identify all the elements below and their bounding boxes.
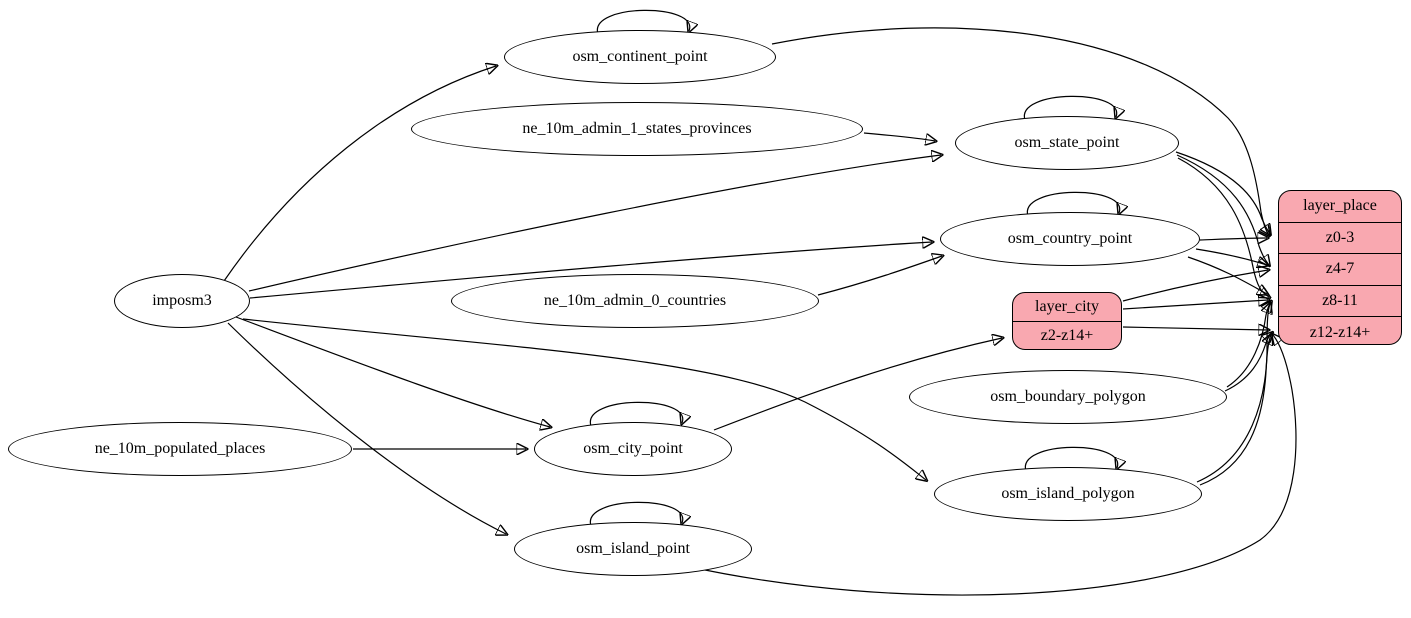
edge-osm_island_polygon--layer_place.z12-z14+ bbox=[1199, 335, 1271, 486]
node-ne-10m-admin-1-states-provinces: ne_10m_admin_1_states_provinces bbox=[411, 102, 863, 156]
table-layer-place-row-z12-z14-label: z12-z14+ bbox=[1309, 323, 1371, 341]
edge-layer_city--layer_place.z12-z14+ bbox=[1122, 327, 1268, 330]
table-layer-place-row-z8-11: z8-11 bbox=[1279, 284, 1401, 317]
node-osm-continent-point: osm_continent_point bbox=[504, 30, 776, 84]
table-layer-city-row-z2-z14: z2-z14+ bbox=[1013, 320, 1121, 349]
edge-osm_island_polygon--osm_island_polygon bbox=[1025, 446, 1117, 471]
node-osm-island-polygon-label: osm_island_polygon bbox=[1001, 485, 1135, 502]
table-layer-place-row-z12-z14: z12-z14+ bbox=[1279, 316, 1401, 344]
edge-osm_country_point--layer_place.z8-11 bbox=[1187, 256, 1267, 294]
node-ne-10m-admin-0-countries-label: ne_10m_admin_0_countries bbox=[543, 292, 727, 309]
node-osm-state-point-label: osm_state_point bbox=[1014, 134, 1120, 151]
table-layer-city: layer_city z2-z14+ bbox=[1012, 292, 1122, 350]
table-layer-place-row-z0-3-label: z0-3 bbox=[1325, 228, 1355, 246]
edge-imposm3--osm_state_point bbox=[248, 155, 941, 292]
node-osm-boundary-polygon: osm_boundary_polygon bbox=[909, 370, 1227, 424]
edge-osm_state_point--osm_state_point bbox=[1024, 95, 1116, 120]
edge-ne_10m_admin_0_countries--osm_country_point bbox=[817, 256, 942, 296]
edge-layer_city--layer_place.z4-7 bbox=[1122, 270, 1268, 302]
table-layer-place-title: layer_place bbox=[1279, 191, 1401, 222]
node-osm-city-point-label: osm_city_point bbox=[583, 440, 683, 457]
node-osm-state-point: osm_state_point bbox=[955, 116, 1179, 170]
table-layer-place-row-z4-7-label: z4-7 bbox=[1325, 260, 1355, 278]
node-osm-island-point: osm_island_point bbox=[514, 522, 752, 576]
table-layer-city-row-z2-z14-label: z2-z14+ bbox=[1040, 326, 1094, 344]
node-ne-10m-admin-1-states-provinces-label: ne_10m_admin_1_states_provinces bbox=[522, 120, 752, 137]
edge-osm_city_point--osm_city_point bbox=[590, 401, 682, 426]
table-layer-place-row-z4-7: z4-7 bbox=[1279, 253, 1401, 285]
node-ne-10m-populated-places: ne_10m_populated_places bbox=[8, 422, 352, 476]
node-osm-city-point: osm_city_point bbox=[534, 422, 732, 476]
edge-osm_continent_point--osm_continent_point bbox=[597, 9, 689, 34]
table-layer-city-title-label: layer_city bbox=[1035, 297, 1099, 315]
edge-ne_10m_admin_1_states_provinces--osm_state_point bbox=[863, 132, 935, 141]
edge-osm_continent_point--layer_place.z0-3 bbox=[771, 27, 1269, 235]
edge-imposm3--osm_continent_point bbox=[223, 66, 496, 282]
edge-osm_state_point--layer_place.z0-3 bbox=[1175, 151, 1270, 234]
node-osm-boundary-polygon-label: osm_boundary_polygon bbox=[990, 388, 1146, 405]
node-imposm3: imposm3 bbox=[114, 274, 250, 328]
table-layer-place-title-label: layer_place bbox=[1303, 197, 1377, 215]
table-layer-place-row-z8-11-label: z8-11 bbox=[1322, 292, 1358, 310]
edge-osm_city_point--layer_city.z2-z14+ bbox=[713, 338, 1002, 431]
node-ne-10m-admin-0-countries: ne_10m_admin_0_countries bbox=[451, 274, 819, 328]
edge-imposm3--osm_island_polygon bbox=[242, 318, 926, 480]
edge-osm_country_point--layer_place.z4-7 bbox=[1195, 248, 1267, 265]
edge-osm_island_point--layer_place.z12-z14+ bbox=[685, 335, 1297, 596]
edge-osm_country_point--layer_place.z0-3 bbox=[1199, 238, 1267, 240]
table-layer-city-title: layer_city bbox=[1013, 293, 1121, 321]
edge-osm_island_point--osm_island_point bbox=[590, 501, 682, 526]
node-ne-10m-populated-places-label: ne_10m_populated_places bbox=[94, 440, 266, 457]
node-osm-continent-point-label: osm_continent_point bbox=[572, 48, 708, 65]
table-layer-place-row-z0-3: z0-3 bbox=[1279, 221, 1401, 254]
node-osm-country-point-label: osm_country_point bbox=[1007, 230, 1133, 247]
node-osm-country-point: osm_country_point bbox=[940, 212, 1200, 266]
node-osm-island-polygon: osm_island_polygon bbox=[934, 467, 1202, 521]
edge-osm_country_point--osm_country_point bbox=[1027, 191, 1119, 216]
node-osm-island-point-label: osm_island_point bbox=[576, 540, 690, 557]
node-imposm3-label: imposm3 bbox=[152, 292, 212, 309]
table-layer-place: layer_place z0-3 z4-7 z8-11 z12-z14+ bbox=[1278, 190, 1402, 345]
edge-imposm3--osm_city_point bbox=[235, 316, 550, 427]
edge-layer_city--layer_place.z8-11 bbox=[1122, 300, 1268, 310]
edge-imposm3--osm_country_point bbox=[249, 242, 932, 299]
